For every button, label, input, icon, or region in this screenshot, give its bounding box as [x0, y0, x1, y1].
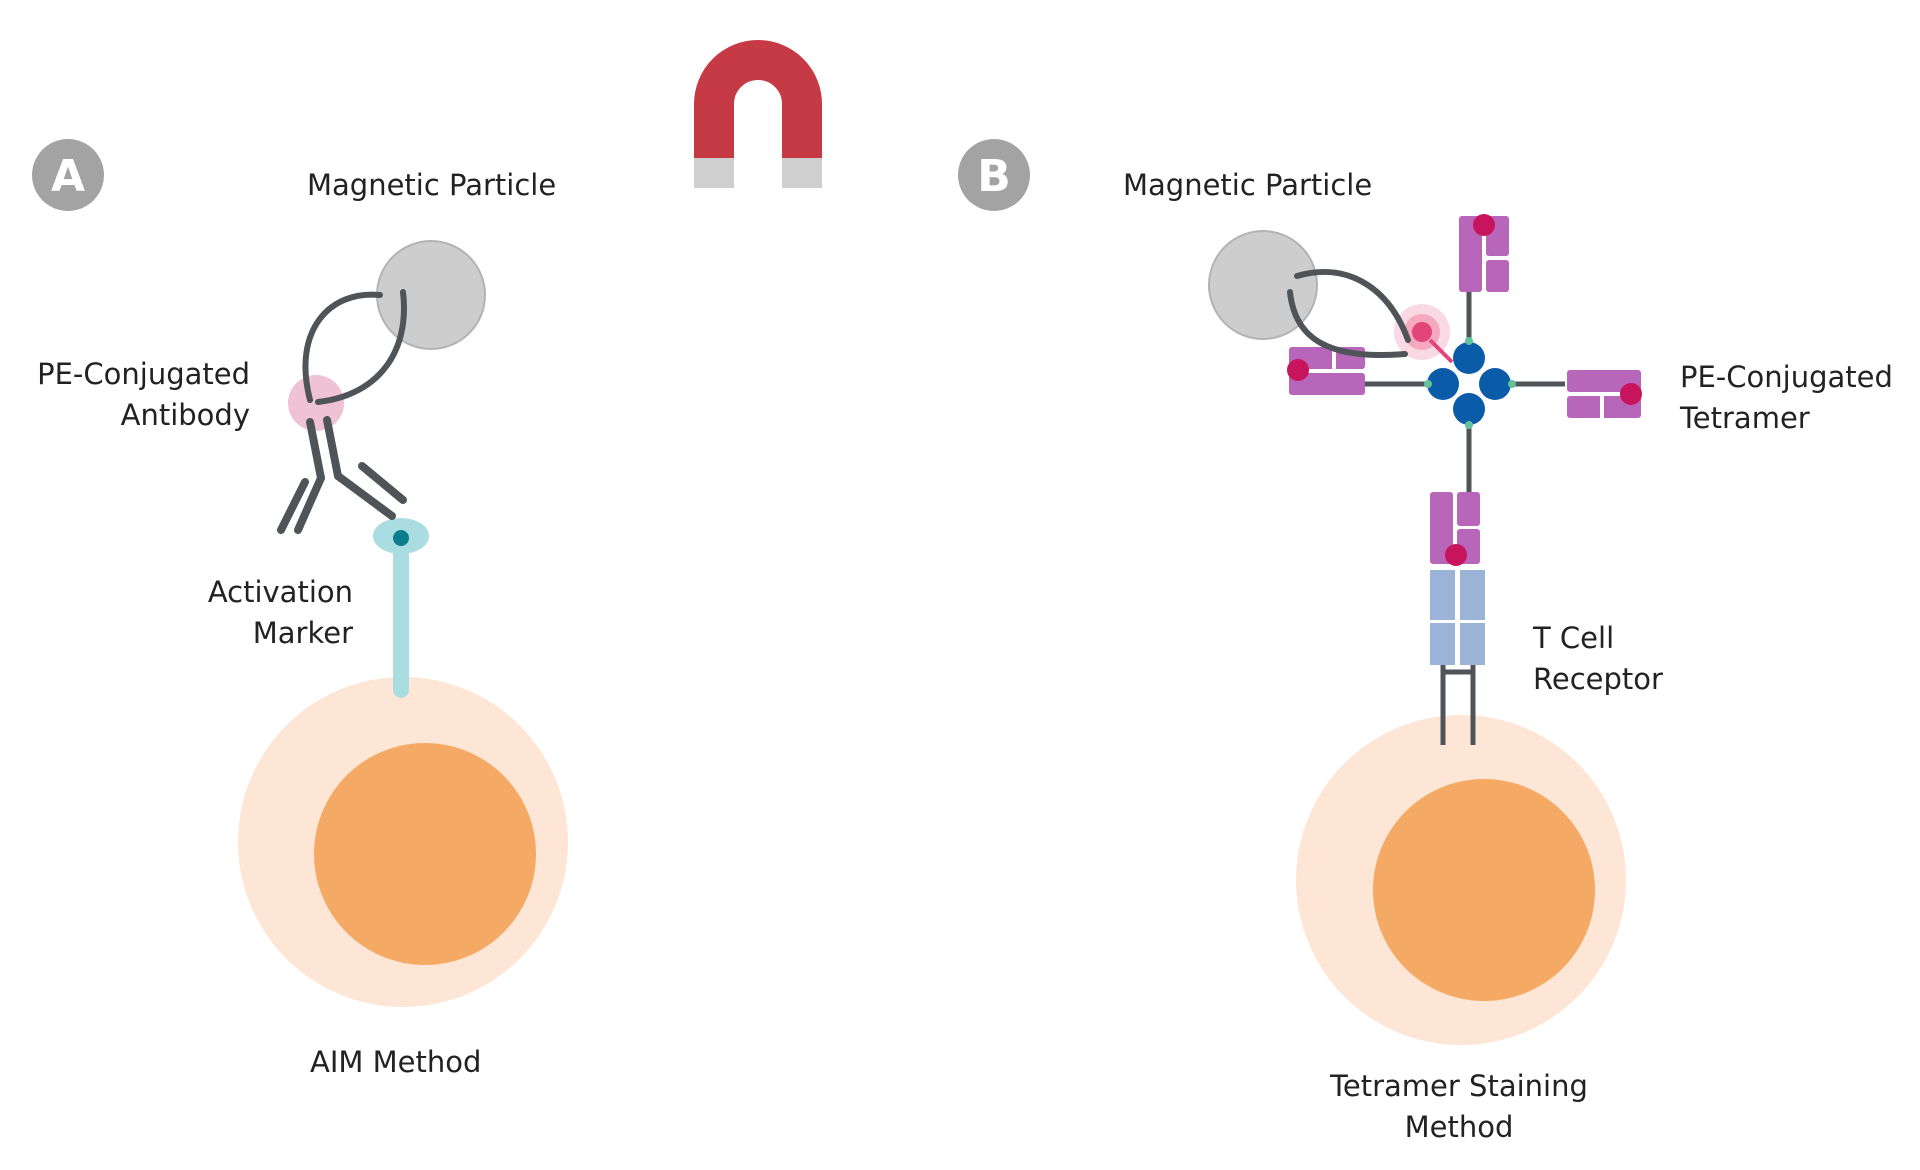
panel-b-receptor-label-line2: Receptor — [1533, 662, 1663, 696]
mhc-top — [1459, 214, 1509, 292]
panel-b: B — [958, 139, 1642, 1045]
panel-a-badge-letter: A — [51, 151, 85, 202]
panel-a-antibody-label-line2: Antibody — [120, 398, 250, 432]
panel-b-method-label-line2: Method — [1404, 1110, 1514, 1144]
panel-a-magnetic-particle-label: Magnetic Particle — [307, 168, 557, 202]
panel-b-receptor-label: T Cell Receptor — [1533, 618, 1663, 700]
magnet-right-tip — [782, 158, 822, 188]
panel-b-tetramer-label-line2: Tetramer — [1680, 401, 1810, 435]
pe-fluorophore-tetramer — [1394, 304, 1454, 364]
panel-a-antibody-label-line1: PE-Conjugated — [37, 357, 250, 391]
tetramer-cell-nucleus — [1373, 779, 1595, 1001]
panel-b-badge: B — [958, 139, 1030, 211]
panel-a-marker-label: Activation Marker — [208, 572, 353, 654]
panel-b-tetramer-label-line1: PE-Conjugated — [1680, 360, 1893, 394]
tetramer-core — [1424, 337, 1516, 429]
linker-b — [1287, 269, 1411, 358]
aim-cell-nucleus — [314, 743, 536, 965]
marker-binding-site — [393, 530, 409, 546]
panel-a-antibody-label: PE-Conjugated Antibody — [37, 354, 250, 436]
panel-b-tetramer-label: PE-Conjugated Tetramer — [1680, 357, 1893, 439]
panel-a-badge: A — [32, 139, 104, 211]
pe-conjugated-tetramer — [1287, 214, 1642, 566]
tetramer-arms — [1365, 292, 1565, 492]
panel-b-method-label-line1: Tetramer Staining — [1330, 1069, 1588, 1103]
magnet-left-tip — [694, 158, 734, 188]
magnet-icon — [694, 40, 822, 188]
t-cell-receptor — [1430, 570, 1485, 745]
pe-conjugated-antibody — [277, 375, 407, 534]
magnet-body — [694, 40, 822, 158]
linker-a — [302, 289, 407, 405]
mhc-right — [1567, 370, 1642, 418]
activation-marker — [373, 518, 429, 698]
panel-b-receptor-label-line1: T Cell — [1533, 621, 1615, 655]
panel-a-method-label: AIM Method — [310, 1045, 482, 1079]
magnetic-particle-b — [1208, 230, 1318, 340]
panel-b-method-label: Tetramer Staining Method — [1309, 1066, 1609, 1148]
mhc-bottom — [1430, 492, 1480, 566]
panel-a: A — [32, 139, 568, 1007]
magnetic-particle-a — [376, 240, 486, 350]
panel-a-marker-label-line2: Marker — [252, 616, 353, 650]
panel-b-badge-letter: B — [977, 151, 1011, 202]
panel-a-marker-label-line1: Activation — [207, 575, 353, 609]
panel-b-magnetic-particle-label: Magnetic Particle — [1123, 168, 1373, 202]
